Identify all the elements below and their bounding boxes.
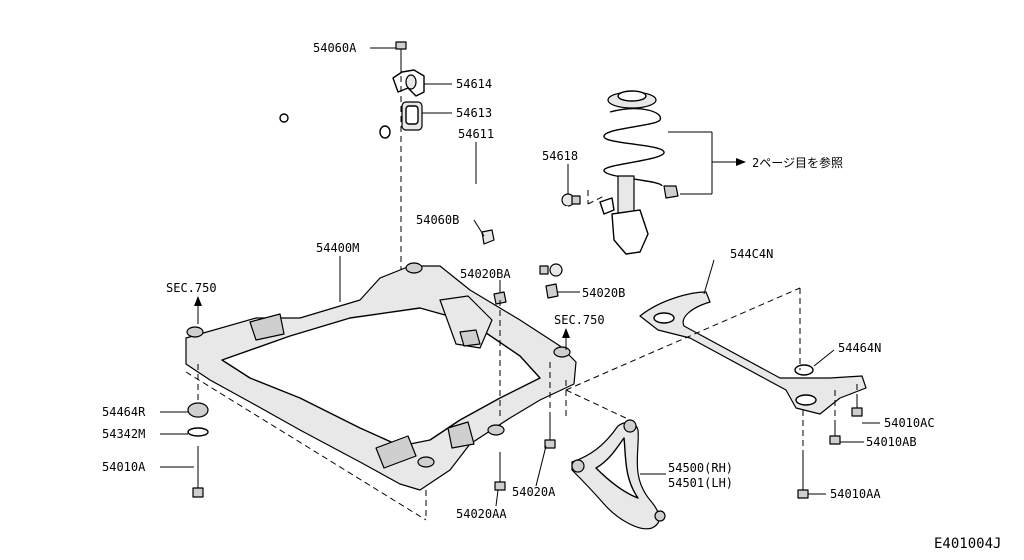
washer-54464N bbox=[794, 364, 814, 376]
label-54060A: 54060A bbox=[313, 41, 357, 55]
bolt-54060A bbox=[395, 41, 407, 66]
label-54618: 54618 bbox=[542, 149, 578, 163]
label-54060B: 54060B bbox=[416, 213, 459, 227]
bolt-54010AC bbox=[851, 396, 863, 417]
nut-54060B bbox=[481, 229, 495, 245]
stabilizer-clamp bbox=[392, 69, 425, 97]
stabilizer-bar bbox=[279, 103, 541, 276]
label-2page-reference: 2ページ目を参照 bbox=[752, 155, 843, 170]
bolt-54020AA bbox=[494, 452, 506, 491]
diagram-code: E401004J bbox=[934, 536, 1001, 552]
label-54613: 54613 bbox=[456, 106, 492, 120]
label-54611: 54611 bbox=[458, 127, 494, 141]
label-54010AA: 54010AA bbox=[830, 487, 881, 501]
front-subframe bbox=[185, 262, 577, 491]
nut-54020BA bbox=[493, 291, 507, 305]
sec-750-right-arrow bbox=[562, 328, 570, 350]
label-sec750-right: SEC.750 bbox=[554, 313, 605, 327]
label-54501-lh: 54501(LH) bbox=[668, 476, 733, 490]
sec-750-left-arrow bbox=[194, 296, 202, 324]
label-54342M: 54342M bbox=[102, 427, 145, 441]
mount-54464R bbox=[187, 402, 209, 418]
leader-lines bbox=[160, 47, 880, 507]
reference-bracket bbox=[668, 131, 746, 195]
label-54010AC: 54010AC bbox=[884, 416, 935, 430]
strut-assembly bbox=[599, 90, 679, 255]
bolt-54010AA bbox=[797, 456, 809, 499]
bolt-54010AB bbox=[829, 424, 841, 445]
label-54010AB: 54010AB bbox=[866, 435, 917, 449]
guide-lines bbox=[185, 66, 858, 521]
bolt-54020A bbox=[544, 416, 556, 449]
nut-54020B bbox=[545, 283, 559, 299]
label-54020AA: 54020AA bbox=[456, 507, 507, 521]
label-54464R: 54464R bbox=[102, 405, 146, 419]
label-54020A: 54020A bbox=[512, 485, 556, 499]
label-544C4N: 544C4N bbox=[730, 247, 773, 261]
label-sec750-left: SEC.750 bbox=[166, 281, 217, 295]
label-54020B: 54020B bbox=[582, 286, 625, 300]
label-54500-rh: 54500(RH) bbox=[668, 461, 733, 475]
stabilizer-link bbox=[539, 193, 581, 277]
lower-arm bbox=[571, 419, 666, 530]
label-54464N: 54464N bbox=[838, 341, 881, 355]
label-54400M: 54400M bbox=[316, 241, 359, 255]
label-54614: 54614 bbox=[456, 77, 492, 91]
label-54020BA: 54020BA bbox=[460, 267, 511, 281]
cross-member-544C4N bbox=[639, 291, 867, 415]
bolt-54010A bbox=[192, 446, 204, 498]
stabilizer-bushing bbox=[401, 101, 423, 131]
washer-54342M bbox=[187, 427, 209, 437]
label-54010A: 54010A bbox=[102, 460, 146, 474]
